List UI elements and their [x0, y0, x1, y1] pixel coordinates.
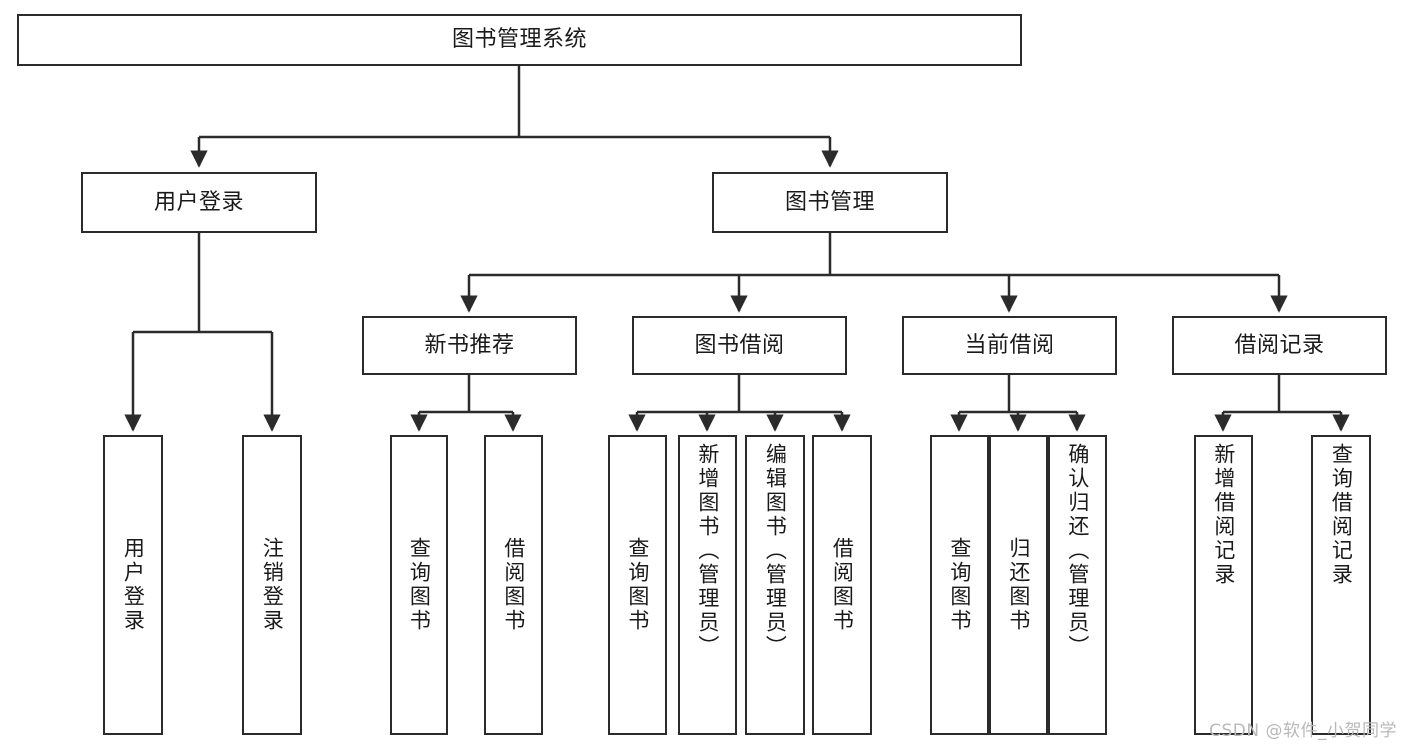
- node-leaf-borrow-book-2-label: 借阅图书: [830, 537, 855, 633]
- node-root[interactable]: 图书管理系统: [17, 14, 1022, 66]
- node-book-borrow[interactable]: 图书借阅: [632, 316, 847, 375]
- node-borrow-record[interactable]: 借阅记录: [1172, 316, 1387, 375]
- node-leaf-return-book-label: 归还图书: [1006, 537, 1031, 633]
- node-leaf-add-book[interactable]: 新增图书（管理员）: [678, 435, 737, 735]
- node-leaf-query-record-label: 查询借阅记录: [1329, 443, 1354, 587]
- node-root-label: 图书管理系统: [451, 27, 587, 53]
- node-leaf-confirm-return-label: 确认归还（管理员）: [1065, 443, 1090, 659]
- node-leaf-add-record-label: 新增借阅记录: [1211, 443, 1236, 587]
- node-leaf-confirm-return[interactable]: 确认归还（管理员）: [1048, 435, 1107, 735]
- node-book-manage[interactable]: 图书管理: [712, 172, 948, 233]
- node-leaf-query-book-3[interactable]: 查询图书: [930, 435, 989, 735]
- node-user-login-label: 用户登录: [153, 189, 244, 215]
- node-leaf-query-book-2[interactable]: 查询图书: [608, 435, 667, 735]
- node-current-borrow-label: 当前借阅: [964, 332, 1055, 358]
- node-leaf-user-login[interactable]: 用户登录: [103, 435, 163, 735]
- node-leaf-query-record[interactable]: 查询借阅记录: [1311, 435, 1371, 735]
- watermark: CSDN @软件_小贺同学: [1209, 721, 1397, 741]
- node-leaf-borrow-book-2[interactable]: 借阅图书: [812, 435, 872, 735]
- node-leaf-return-book[interactable]: 归还图书: [989, 435, 1048, 735]
- node-user-login[interactable]: 用户登录: [81, 172, 317, 233]
- node-leaf-add-record[interactable]: 新增借阅记录: [1194, 435, 1253, 735]
- node-leaf-query-book-3-label: 查询图书: [947, 537, 972, 633]
- node-leaf-edit-book[interactable]: 编辑图书（管理员）: [745, 435, 805, 735]
- node-leaf-edit-book-label: 编辑图书（管理员）: [763, 443, 788, 659]
- node-leaf-user-login-label: 用户登录: [121, 537, 146, 633]
- node-leaf-query-book-1[interactable]: 查询图书: [390, 435, 448, 735]
- node-leaf-user-logout-label: 注销登录: [260, 537, 285, 633]
- node-leaf-query-book-1-label: 查询图书: [407, 537, 432, 633]
- node-book-borrow-label: 图书借阅: [694, 332, 785, 358]
- node-new-book-recommend-label: 新书推荐: [424, 332, 515, 358]
- node-leaf-borrow-book-1-label: 借阅图书: [501, 537, 526, 633]
- node-leaf-add-book-label: 新增图书（管理员）: [695, 443, 720, 659]
- node-current-borrow[interactable]: 当前借阅: [902, 316, 1117, 375]
- node-new-book-recommend[interactable]: 新书推荐: [362, 316, 577, 375]
- node-borrow-record-label: 借阅记录: [1234, 332, 1325, 358]
- node-leaf-query-book-2-label: 查询图书: [625, 537, 650, 633]
- node-book-manage-label: 图书管理: [784, 189, 875, 215]
- node-leaf-borrow-book-1[interactable]: 借阅图书: [484, 435, 543, 735]
- node-leaf-user-logout[interactable]: 注销登录: [242, 435, 302, 735]
